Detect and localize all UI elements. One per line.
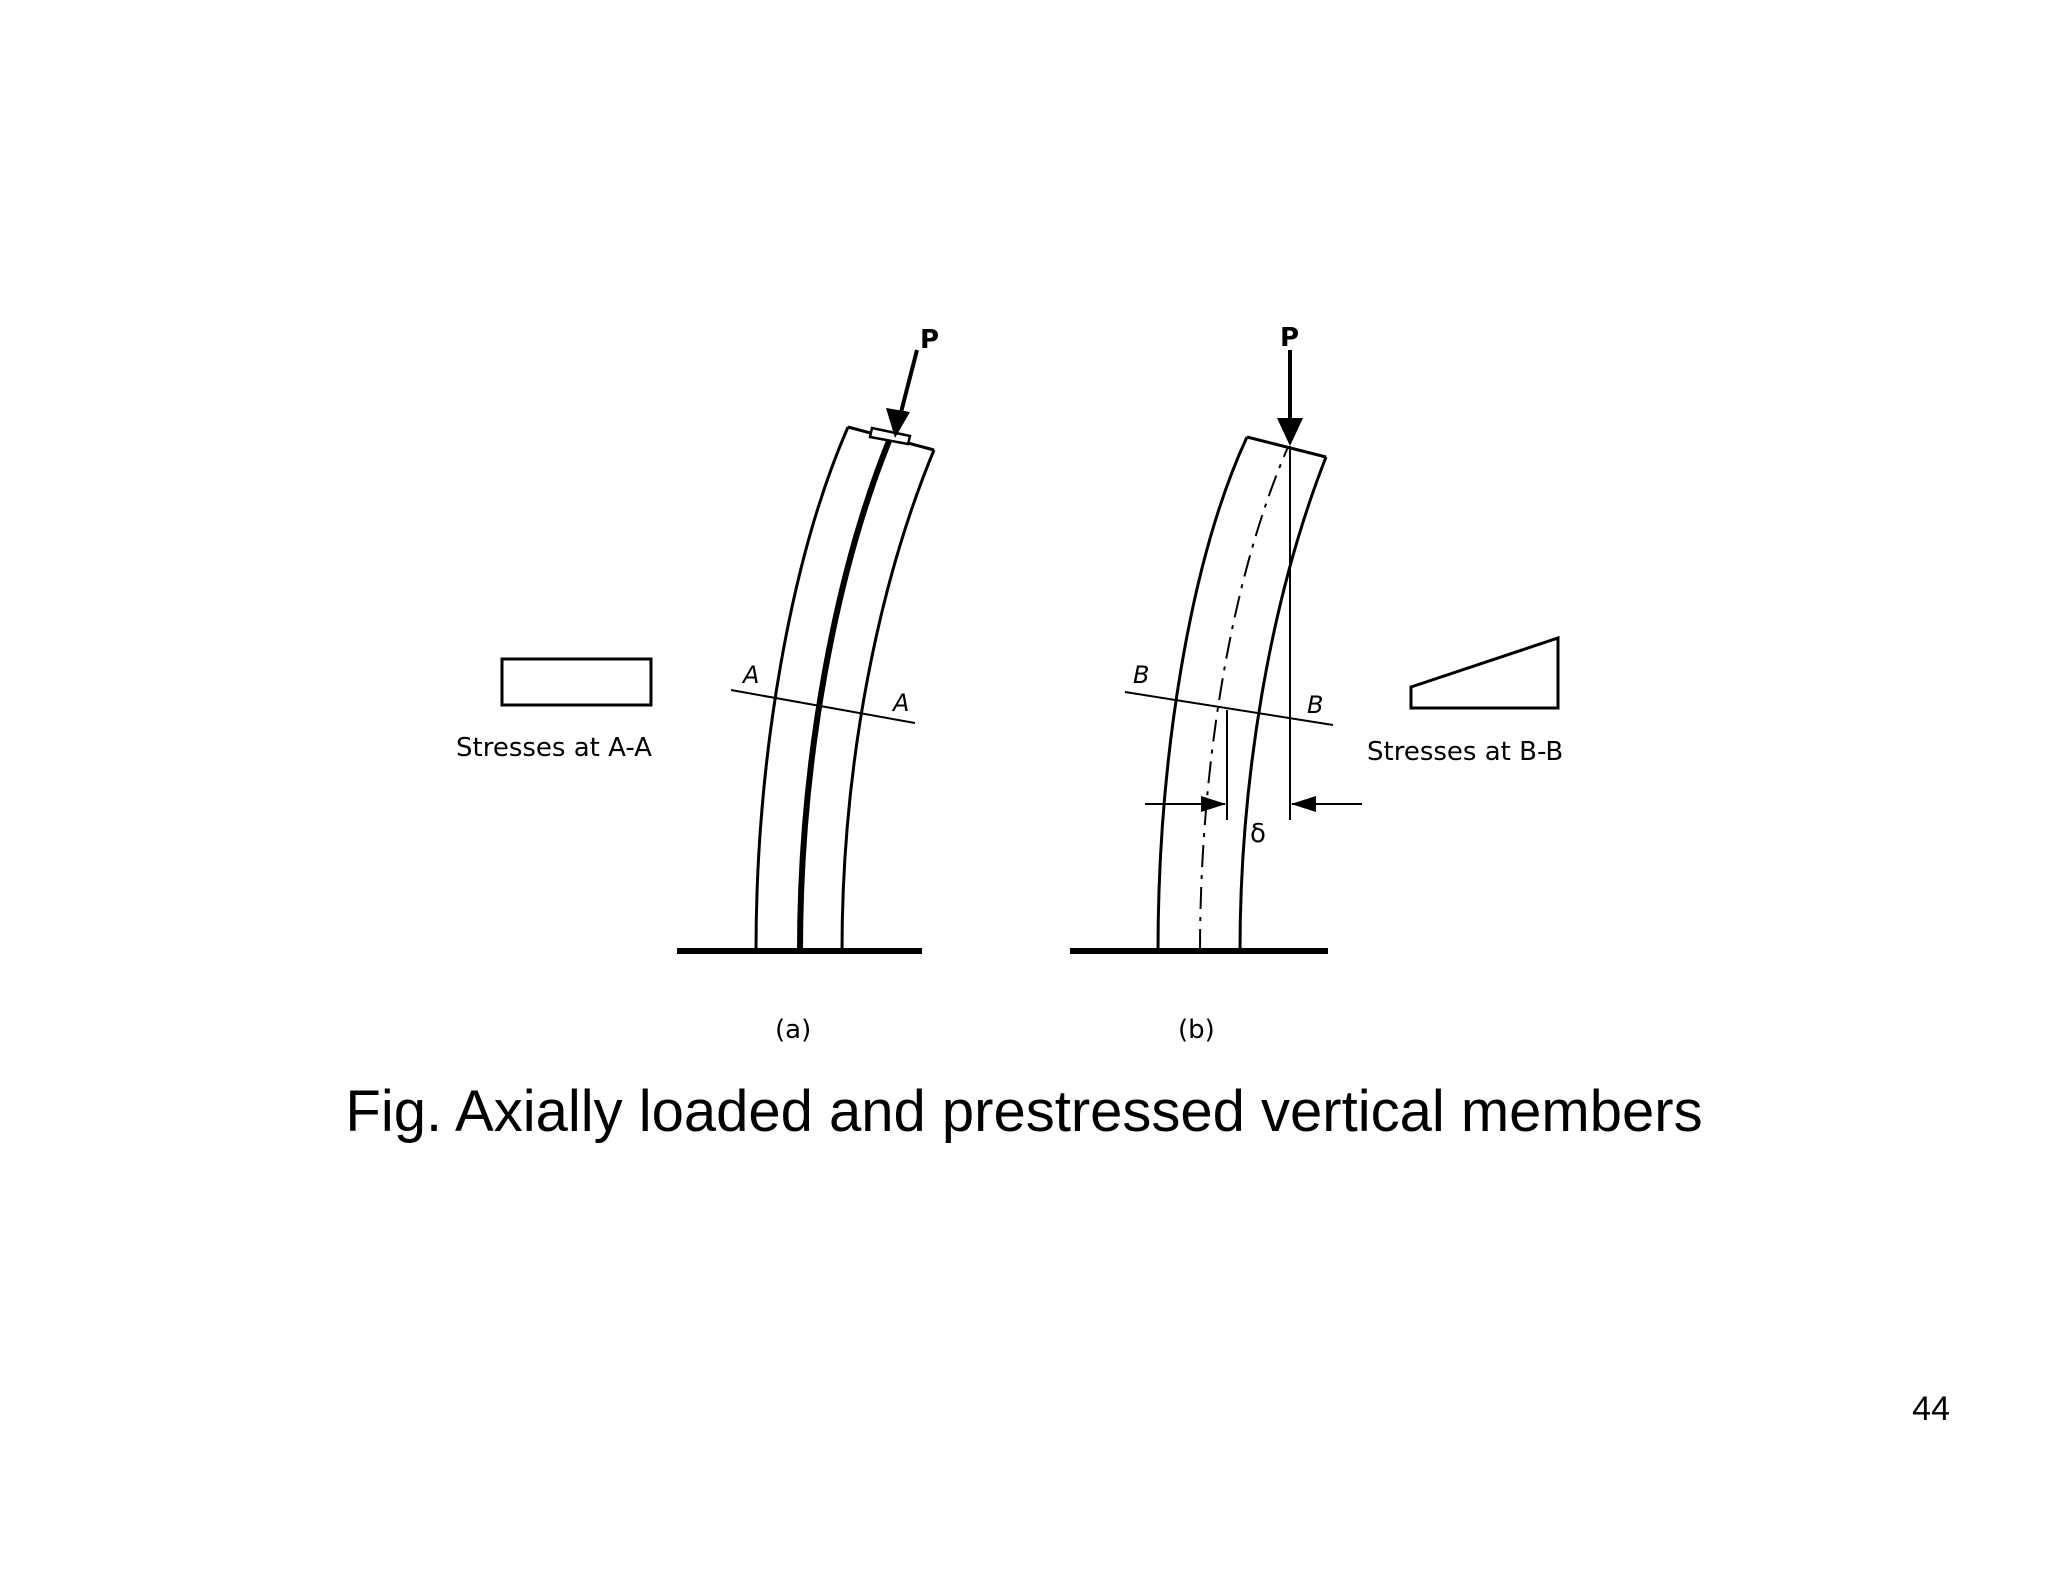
anchor-plate-a [868, 426, 912, 446]
column-b-right-edge [1238, 456, 1328, 952]
section-line-b [1124, 691, 1334, 726]
page-number: 44 [1912, 1390, 1950, 1428]
load-arrowhead-b [1277, 418, 1303, 446]
sub-label-b: (b) [1178, 1015, 1215, 1045]
section-label-a-left: A [741, 661, 759, 689]
stress-block-b [1409, 635, 1560, 710]
sub-label-a: (a) [775, 1015, 811, 1045]
deflection-arrowhead-left [1201, 796, 1226, 812]
column-a-left-edge [754, 426, 850, 952]
column-b-top [1246, 435, 1327, 459]
column-b-left-edge [1156, 436, 1249, 952]
column-a-right-edge [840, 449, 936, 952]
load-label-b: P [1280, 323, 1299, 353]
deflection-arrowhead-right [1291, 796, 1316, 812]
figure-caption: Fig. Axially loaded and prestressed vert… [345, 1079, 1703, 1144]
section-label-a-right: A [891, 689, 909, 717]
load-arrowhead-a [886, 408, 910, 438]
panel-b: P B B δ Stresses at B-B (b) [1070, 323, 1563, 1045]
stress-block-a [500, 657, 653, 707]
section-line-a [730, 689, 916, 724]
stress-label-b: Stresses at B-B [1367, 737, 1563, 767]
tendon-a [797, 434, 894, 952]
deflection-label: δ [1250, 819, 1266, 849]
panel-a: P A A Stresses at A-A (a) [456, 325, 939, 1045]
section-label-b-right: B [1307, 691, 1323, 719]
load-label-a: P [920, 325, 939, 355]
section-label-b-left: B [1133, 661, 1149, 689]
centroid-line-b [1199, 446, 1289, 952]
stress-label-a: Stresses at A-A [456, 733, 652, 763]
